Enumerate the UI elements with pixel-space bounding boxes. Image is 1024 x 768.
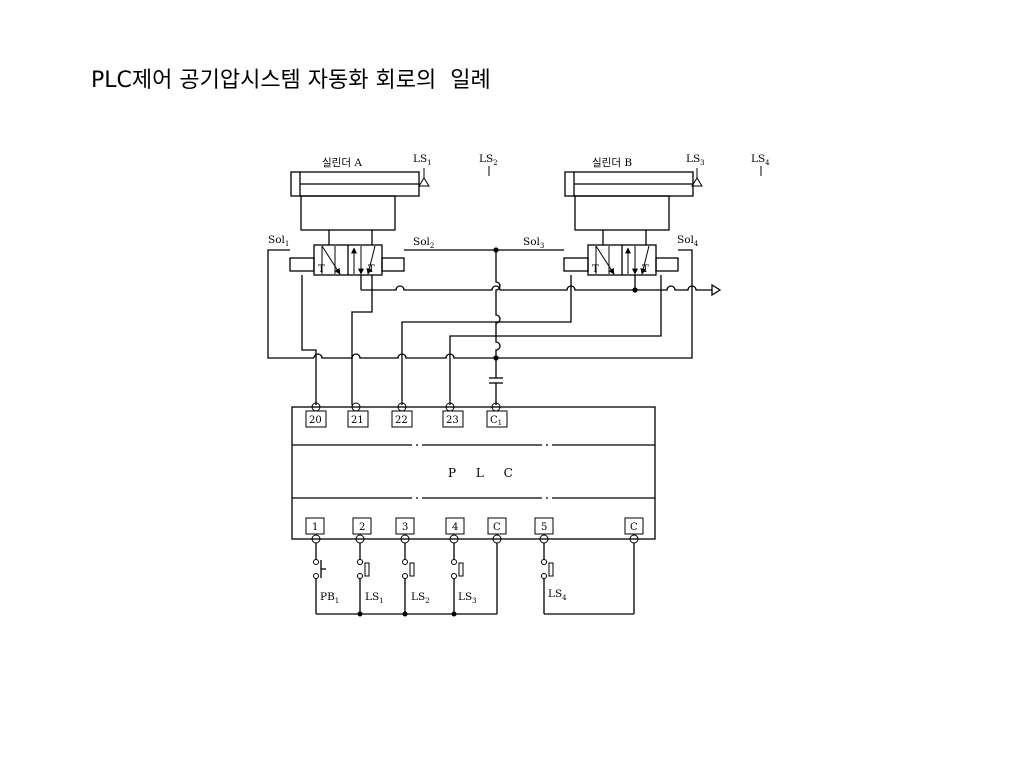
solenoid-valve-b: T T <box>563 230 679 276</box>
limit-switch-ls4-top: LS4 <box>751 153 770 176</box>
input-terminal-3-label: 3 <box>402 522 408 533</box>
ls2-bottom-label: LS2 <box>411 591 430 605</box>
sol2-label: Sol2 <box>413 236 434 250</box>
sol3-label: Sol3 <box>523 236 544 250</box>
ls4-bottom-label: LS4 <box>548 588 567 602</box>
limit-switch-ls3-top: LS3 <box>686 153 705 187</box>
input-wiring <box>313 543 635 617</box>
plc-label: P L C <box>448 466 521 480</box>
valve-b-port-t-right: T <box>642 264 649 275</box>
output-terminal-20-label: 20 <box>309 415 322 426</box>
output-terminal-23: 23 <box>442 402 464 428</box>
output-terminal-22: 22 <box>391 402 413 428</box>
pb1-label: PB1 <box>320 591 339 605</box>
slide-title: PLC제어 공기압시스템 자동화 회로의 일례 <box>91 68 491 93</box>
output-terminal-21: 21 <box>347 402 369 428</box>
wiring <box>267 247 722 405</box>
ls3-bottom-label: LS3 <box>458 591 477 605</box>
cylinder-b-label: 실린더 B <box>592 157 632 169</box>
valve-a-port-t-right: T <box>368 264 375 275</box>
ls2-top-label: LS2 <box>479 153 498 167</box>
limit-switch-ls1-top: LS1 <box>413 153 432 187</box>
input-terminal-5-label: 5 <box>541 522 547 533</box>
cylinder-a: 실린더 A <box>290 157 420 231</box>
output-terminal-c1-label: C1 <box>490 415 502 427</box>
output-terminal-21-label: 21 <box>351 415 364 426</box>
output-terminal-c1: C1 <box>486 402 508 428</box>
ls1-top-label: LS1 <box>413 153 432 167</box>
valve-b-port-t-left: T <box>592 264 599 275</box>
ls3-top-label: LS3 <box>686 153 705 167</box>
input-terminal-4-label: 4 <box>452 522 458 533</box>
input-terminal-c2-label: C <box>630 522 638 533</box>
ls1-bottom-label: LS1 <box>365 591 384 605</box>
input-terminal-1-label: 1 <box>312 522 318 533</box>
input-terminal-2-label: 2 <box>359 522 365 533</box>
cylinder-a-label: 실린더 A <box>322 157 362 169</box>
limit-switch-ls2-top: LS2 <box>479 153 498 176</box>
plc-unit: P L C <box>291 406 656 540</box>
output-terminal-20: 20 <box>305 402 327 428</box>
output-terminal-22-label: 22 <box>395 415 408 426</box>
valve-a-port-t-left: T <box>318 264 325 275</box>
solenoid-valve-a: T T <box>289 230 405 276</box>
output-terminal-23-label: 23 <box>446 415 459 426</box>
input-terminal-c-label: C <box>493 522 501 533</box>
sol4-label: Sol4 <box>677 234 699 248</box>
sol1-label: Sol1 <box>268 234 289 248</box>
plc-output-terminals: 20 21 22 23 C1 <box>305 402 508 428</box>
cylinder-b: 실린더 B <box>564 157 694 231</box>
ls4-top-label: LS4 <box>751 153 770 167</box>
